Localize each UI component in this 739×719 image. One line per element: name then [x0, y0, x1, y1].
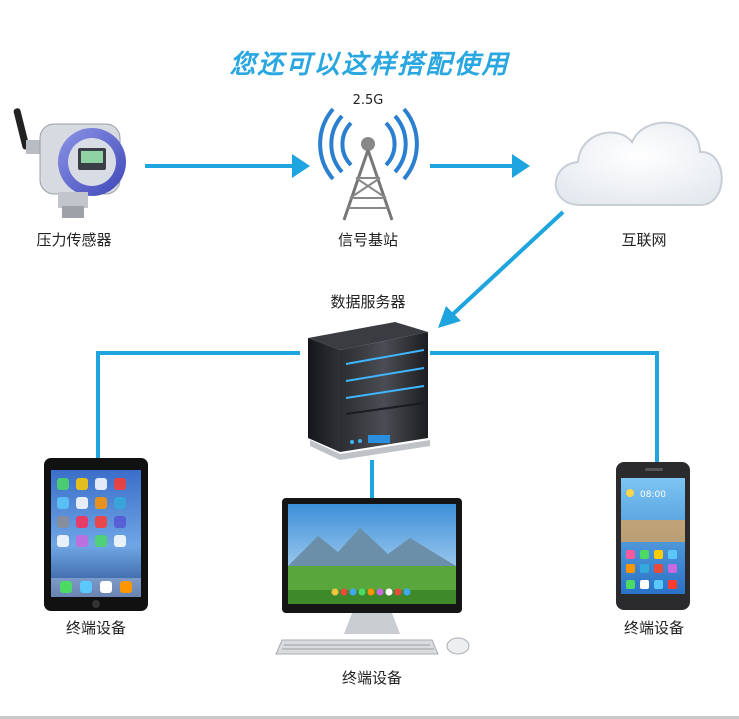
page-title: 您还可以这样搭配使用 — [229, 50, 510, 80]
label-internet: 互联网 — [621, 231, 667, 249]
bottom-divider — [0, 716, 739, 719]
phone-clock: 08:00 — [640, 490, 666, 500]
tower-badge: 2.5G — [353, 93, 384, 108]
connector-internet-server — [438, 210, 565, 328]
label-terminal-tablet: 终端设备 — [65, 619, 126, 637]
tablet-icon — [44, 458, 148, 611]
label-terminal-phone: 终端设备 — [623, 619, 684, 637]
connector-server-phone — [430, 351, 659, 462]
cloud-icon — [554, 121, 723, 206]
connector-server-tablet — [96, 351, 300, 458]
signal-tower-icon — [318, 107, 419, 221]
label-data-server: 数据服务器 — [330, 293, 406, 311]
label-pressure-sensor: 压力传感器 — [36, 231, 112, 249]
server-icon — [308, 322, 430, 460]
pressure-sensor-icon — [13, 108, 126, 218]
desktop-computer-icon — [275, 498, 470, 655]
connector-sensor-tower — [145, 154, 310, 178]
connector-tower-internet — [430, 154, 530, 178]
smartphone-icon: 08:00 — [616, 462, 690, 610]
label-signal-tower: 信号基站 — [337, 231, 398, 249]
label-terminal-desktop: 终端设备 — [341, 669, 402, 687]
